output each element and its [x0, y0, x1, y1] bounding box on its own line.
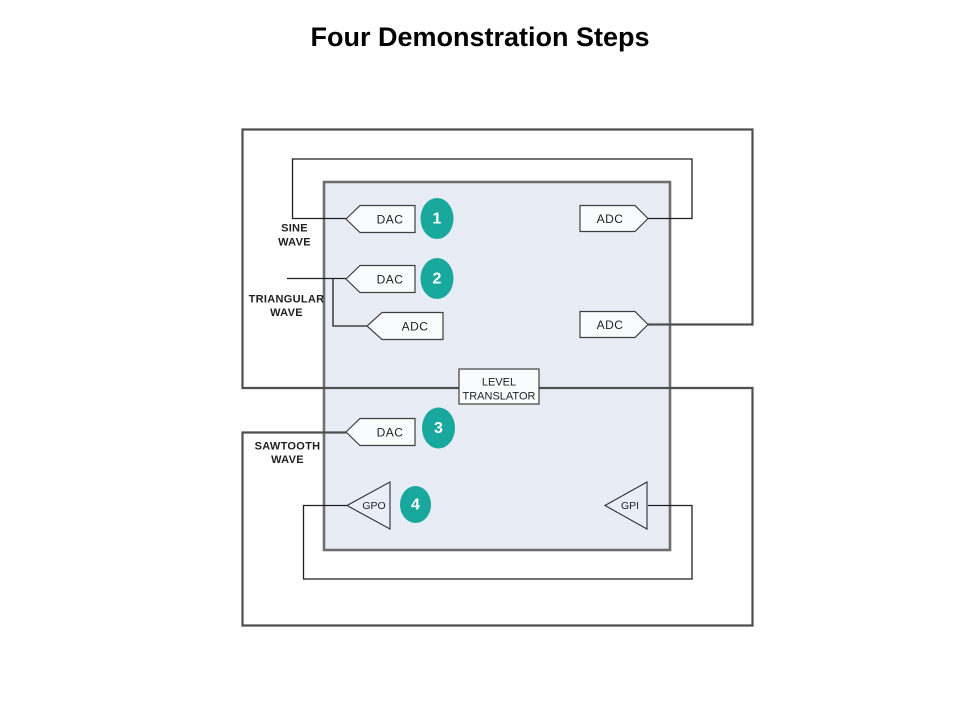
dac3-label: DAC: [377, 426, 404, 440]
adc-top-right-block: [579, 204, 649, 233]
wire-sine-loop: [291, 158, 693, 220]
dac2-block: [345, 264, 416, 294]
step1-badge: [420, 198, 454, 239]
gpo-label: GPO: [362, 500, 385, 512]
sawtooth-wave-label-line2: WAVE: [271, 454, 304, 466]
step2-number: 2: [433, 271, 442, 288]
step3-badge: [422, 407, 455, 449]
level-translator-label-line2: TRANSLATOR: [463, 391, 536, 403]
gpi-block: [603, 481, 648, 530]
dac1-block: [345, 204, 416, 234]
dac2-label: DAC: [377, 273, 404, 287]
sine-wave-label-line1: SINE: [281, 223, 308, 235]
gpo-block: [345, 481, 391, 530]
sawtooth-wave-label-line1: SAWTOOTH: [255, 441, 321, 453]
adc-inner-label: ADC: [402, 320, 429, 334]
gpi-label: GPI: [621, 500, 639, 512]
adc-top-right-label: ADC: [597, 212, 624, 226]
step3-number: 3: [434, 420, 443, 437]
level-translator-block: [458, 368, 540, 405]
triangular-wave-label-line2: WAVE: [270, 307, 303, 319]
slide-title: Four Demonstration Steps: [310, 22, 650, 52]
step4-number: 4: [411, 497, 420, 514]
dac1-label: DAC: [377, 213, 404, 227]
adc-mid-right-label: ADC: [597, 318, 624, 332]
adc-mid-right-block: [579, 310, 649, 339]
level-translator-label-line1: LEVEL: [482, 377, 516, 389]
wire-triangular-loop: [287, 277, 367, 327]
step4-badge: [400, 486, 431, 523]
sine-wave-label-line2: WAVE: [278, 237, 311, 249]
wire-gpo-gpi-loop: [302, 504, 693, 580]
dac3-block: [345, 417, 416, 447]
step2-badge: [420, 258, 454, 299]
adc-inner-block: [366, 311, 444, 341]
triangular-wave-label-line1: TRIANGULAR: [249, 294, 325, 306]
step1-number: 1: [433, 211, 442, 228]
